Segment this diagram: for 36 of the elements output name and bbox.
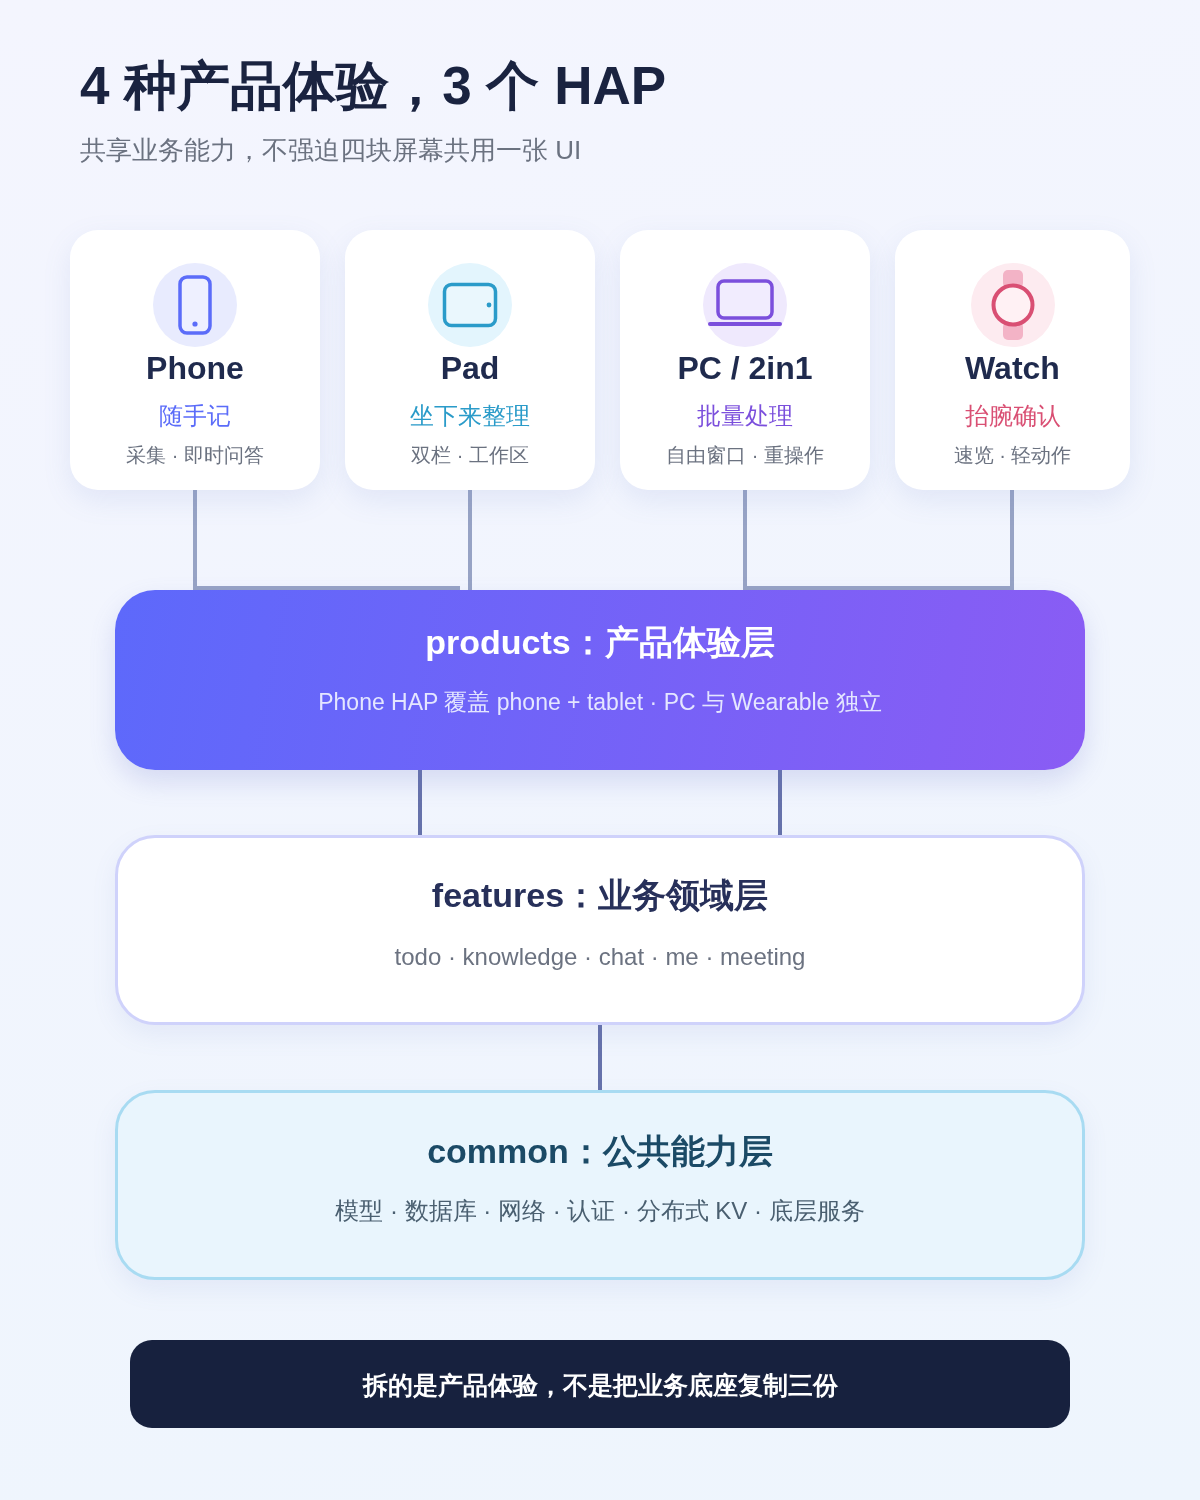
connector-line: [743, 490, 1012, 590]
device-card: [345, 230, 595, 490]
device-tagline: 随手记: [159, 401, 231, 431]
device-traits: 采集 · 即时问答: [126, 442, 264, 468]
subtitle: 共享业务能力，不强迫四块屏幕共用一张 UI: [80, 135, 582, 167]
device-traits: 双栏 · 工作区: [411, 442, 529, 468]
device-card: [620, 230, 870, 490]
device-name: Watch: [965, 349, 1060, 388]
layer-title: features：业务领域层: [431, 874, 769, 916]
layer-description: 模型 · 数据库 · 网络 · 认证 · 分布式 KV · 底层服务: [335, 1196, 865, 1226]
device-name: PC / 2in1: [677, 349, 813, 388]
layer-description: Phone HAP 覆盖 phone + tablet · PC 与 Wearable 独立: [318, 687, 882, 717]
summary-text: 拆的是产品体验，不是把业务底座复制三份: [362, 1370, 838, 1402]
layer-title: products：产品体验层: [425, 621, 775, 663]
connector-line: [778, 770, 782, 835]
summary-banner: [130, 1340, 1070, 1428]
device-tagline: 坐下来整理: [410, 401, 530, 431]
device-name: Pad: [440, 349, 500, 388]
layer-box: [115, 1090, 1085, 1280]
layer-title: common：公共能力层: [427, 1130, 773, 1172]
device-card: [70, 230, 320, 490]
connector-line: [1010, 490, 1014, 590]
connector-line: [418, 770, 422, 835]
device-traits: 自由窗口 · 重操作: [666, 442, 824, 468]
device-tagline: 批量处理: [697, 401, 793, 431]
device-name: Phone: [146, 349, 244, 388]
layer-box: [115, 835, 1085, 1025]
device-traits: 速览 · 轻动作: [953, 442, 1072, 468]
connector-line: [193, 490, 460, 590]
layer-description: todo · knowledge · chat · me · meeting: [394, 942, 806, 972]
title: 4 种产品体验，3 个 HAP: [80, 55, 667, 118]
connector-line: [468, 490, 472, 590]
device-tagline: 抬腕确认: [964, 401, 1061, 431]
layer-box: [115, 590, 1085, 770]
device-card: [895, 230, 1130, 490]
connector-line: [598, 1025, 602, 1090]
